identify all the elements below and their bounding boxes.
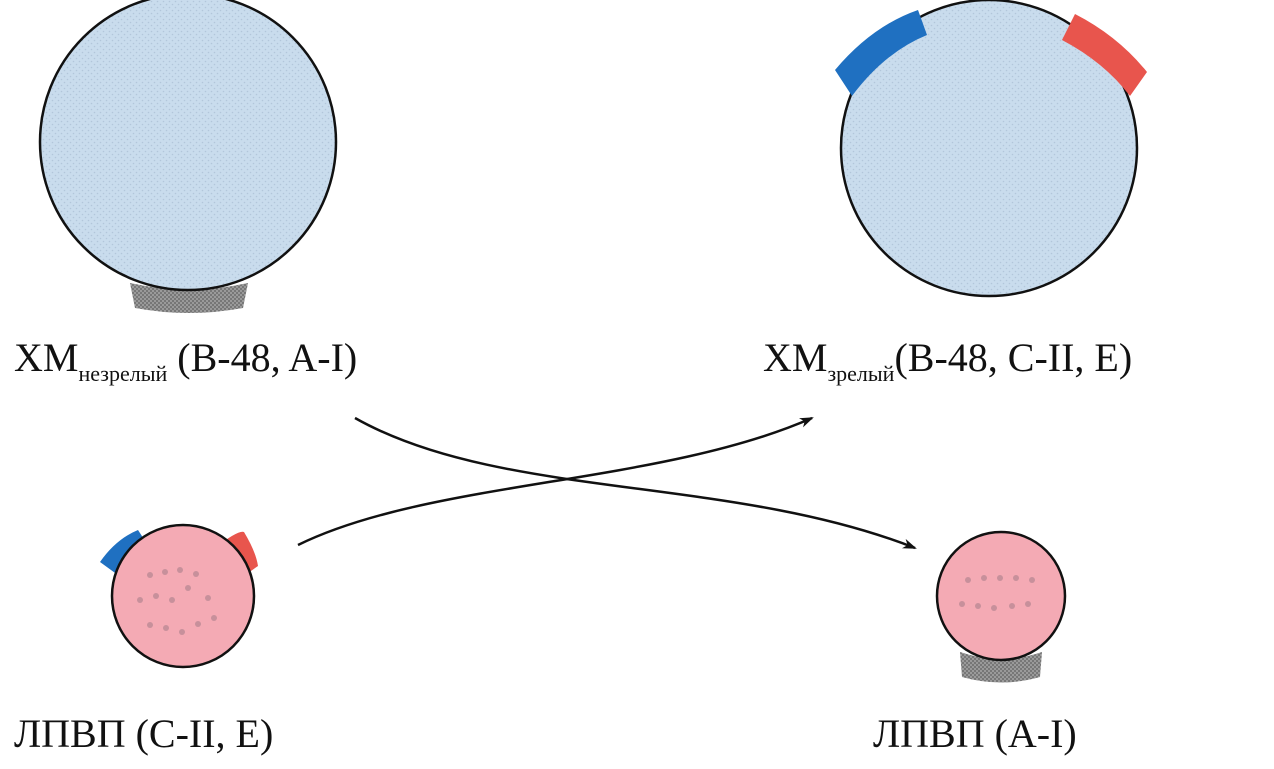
apo-a1-cap-hdl xyxy=(960,652,1042,683)
hdl-donor-body xyxy=(110,523,256,669)
chylomicron-immature-body xyxy=(38,0,338,292)
chylomicron-immature xyxy=(38,0,338,313)
label-chylomicron-immature-subscript: незрелый xyxy=(78,361,168,386)
hdl-acceptor xyxy=(935,530,1067,683)
apo-a1-cap-immature-chylomicron xyxy=(130,283,248,313)
label-hdl-donor: ЛПВП (C-II, E) xyxy=(14,711,274,756)
label-hdl-acceptor: ЛПВП (A-I) xyxy=(873,711,1077,756)
apo-e-cap-mature-chylomicron xyxy=(835,10,927,96)
label-chylomicron-immature: ХМнезрелый (B-48, A-I) xyxy=(14,338,357,385)
label-chylomicron-mature-name: ХМ xyxy=(763,335,828,380)
hdl-donor xyxy=(100,523,258,669)
label-chylomicron-immature-apoproteins: (B-48, A-I) xyxy=(177,335,358,380)
hdl-donor-texture xyxy=(137,567,217,635)
label-chylomicron-mature-apoproteins: (B-48, C-II, E) xyxy=(894,335,1133,380)
apo-c2-cap-mature-chylomicron xyxy=(1062,14,1147,96)
label-chylomicron-mature: ХМзрелый(B-48, C-II, E) xyxy=(763,338,1132,385)
chylomicron-mature xyxy=(835,0,1147,298)
label-chylomicron-mature-subscript: зрелый xyxy=(827,361,895,386)
chylomicron-mature-body xyxy=(839,0,1139,298)
hdl-acceptor-texture xyxy=(959,575,1035,611)
hdl-acceptor-body xyxy=(935,530,1067,662)
transfer-arrow-to-mature-chylomicron xyxy=(297,416,814,547)
label-chylomicron-immature-name: ХМ xyxy=(14,335,79,380)
transfer-arrow-to-hdl-acceptor xyxy=(354,416,917,550)
